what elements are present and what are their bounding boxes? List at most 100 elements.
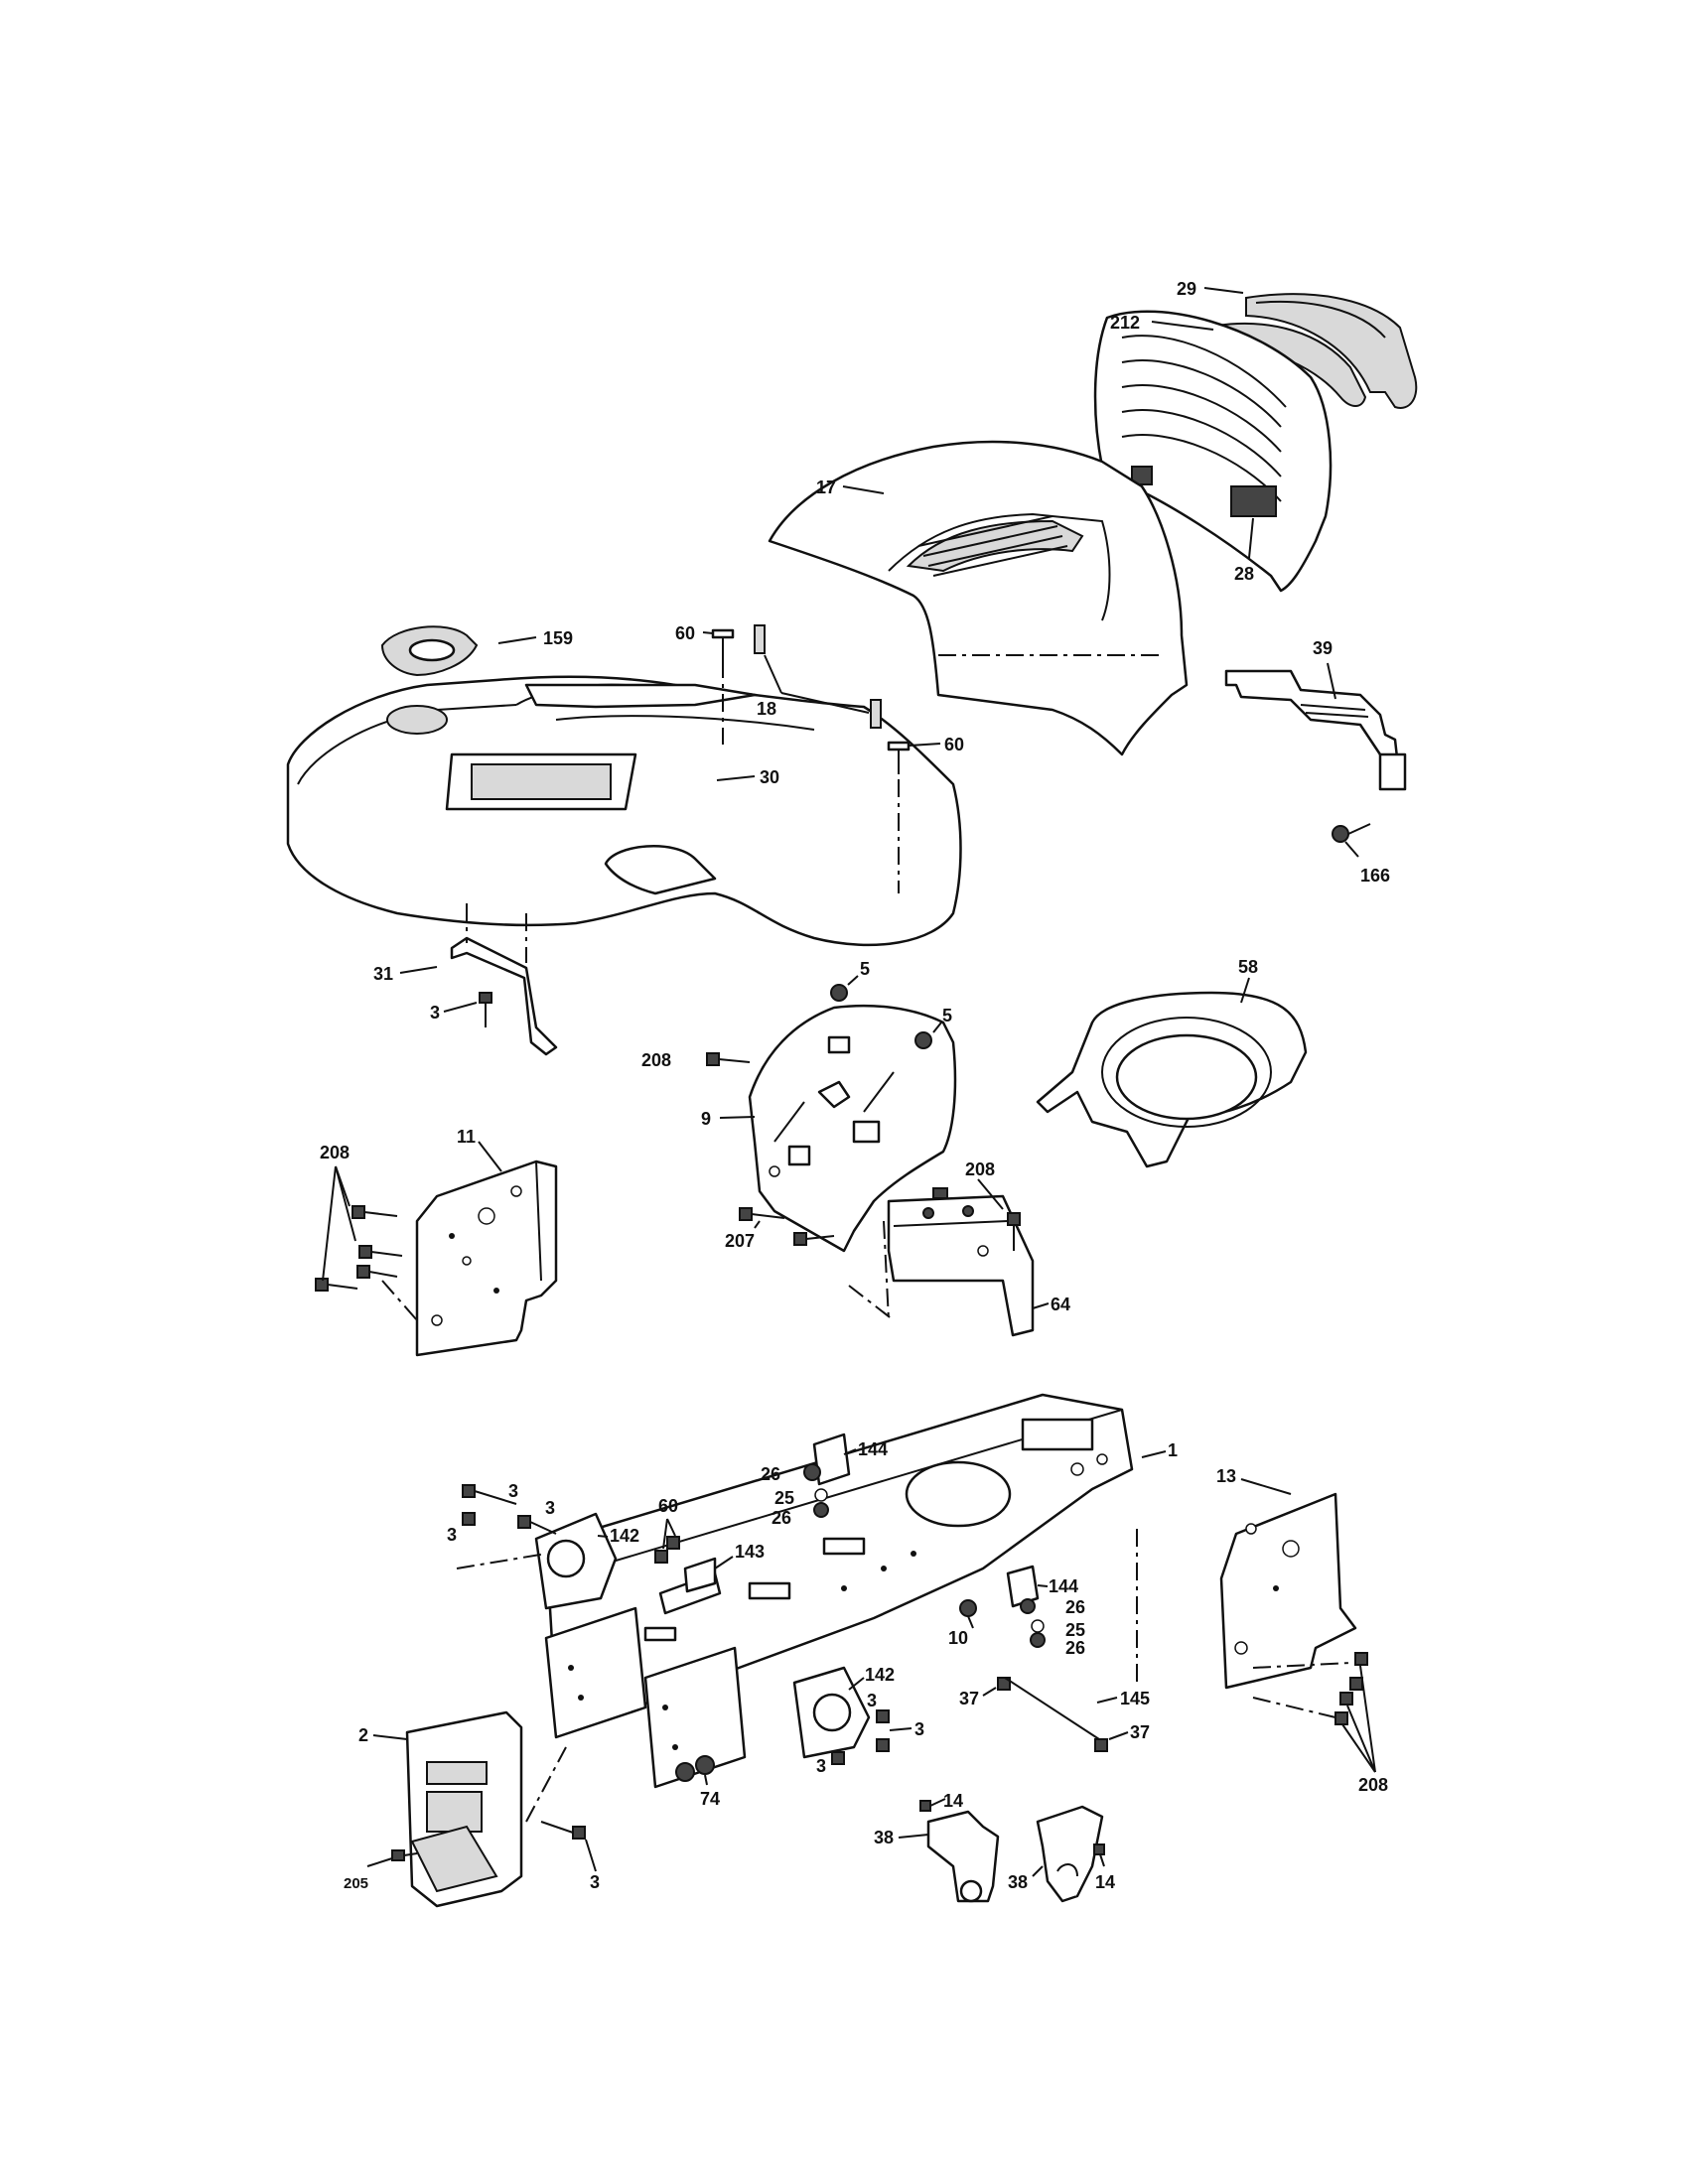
callout-3h-text: 3 [590,1872,600,1892]
callout-207: 207 [725,1220,761,1251]
callout-145: 145 [1096,1689,1150,1708]
screw-166 [1332,823,1371,843]
front-grille-28 [1093,310,1333,593]
callout-10: 10 [948,1615,974,1648]
screw-14 [919,1798,1105,1855]
bolt-208a [706,1052,751,1066]
callout-143-text: 143 [735,1542,765,1562]
callout-25a: 25 [774,1488,794,1508]
callout-5a: 5 [847,959,870,986]
callout-207-text: 207 [725,1231,755,1251]
callout-1: 1 [1141,1440,1178,1460]
grille-trim-29 [1245,293,1418,409]
callout-208d-text: 208 [1358,1775,1388,1795]
bolts-208d [1252,1652,1368,1725]
callout-26d-text: 26 [1065,1638,1085,1658]
screw-3a [479,992,492,1027]
callout-28: 28 [1234,517,1254,584]
callout-38a: 38 [874,1828,929,1847]
callout-60b: 60 [909,735,964,754]
frame-rail-lower [643,1646,747,1789]
callout-58: 58 [1238,957,1258,1004]
bolt-207 [739,1207,835,1246]
callout-3e-text: 3 [867,1691,877,1710]
callout-1-text: 1 [1168,1440,1178,1460]
callout-74: 74 [700,1774,720,1809]
callout-3b: 3 [508,1481,518,1501]
callout-3c: 3 [545,1498,555,1518]
callout-60c: 60 [658,1496,678,1550]
callout-38b-text: 38 [1008,1872,1028,1892]
nut-5a [830,984,848,1002]
callout-208c-text: 208 [965,1160,995,1179]
callout-14b-text: 14 [1095,1872,1115,1892]
callout-37b-text: 37 [1130,1722,1150,1742]
callout-30-text: 30 [760,767,779,787]
callout-3a: 3 [430,1002,478,1023]
hood-17 [768,440,1189,756]
callout-14b: 14 [1095,1853,1115,1892]
callout-159-text: 159 [543,628,573,648]
callout-144b-text: 144 [1049,1576,1078,1596]
callout-13: 13 [1216,1466,1292,1495]
callout-142a: 142 [597,1526,639,1546]
fender-30 [286,675,962,947]
carriage-bolt-60b [887,741,911,893]
callout-159: 159 [497,628,573,648]
callout-208b-text: 208 [320,1143,350,1162]
callout-3g: 3 [816,1756,826,1776]
callout-205-text: 205 [344,1875,368,1892]
callout-9-text: 9 [701,1109,711,1129]
plate-143 [658,1557,722,1615]
callout-166: 166 [1344,841,1390,886]
callout-39: 39 [1313,638,1336,700]
callout-29: 29 [1177,279,1244,299]
callout-26a-text: 26 [761,1464,780,1484]
bracket-38a [926,1810,1000,1903]
callout-64: 64 [1032,1295,1070,1314]
callout-208d: 208 [1341,1665,1388,1795]
callout-26b-text: 26 [772,1508,791,1528]
callout-2-text: 2 [358,1725,368,1745]
callout-25a-text: 25 [774,1488,794,1508]
callout-60b-text: 60 [944,735,964,754]
callout-11-text: 11 [457,1127,476,1147]
spindle-bracket-142a [534,1512,618,1610]
callout-58-text: 58 [1238,957,1258,977]
callout-212: 212 [1110,313,1214,333]
spacer-18 [754,624,882,729]
callout-60a: 60 [675,623,714,643]
callout-3g-text: 3 [816,1756,826,1776]
callout-60a-text: 60 [675,623,695,643]
callout-2: 2 [358,1725,408,1745]
callout-144b: 144 [1037,1576,1078,1596]
callout-37a-text: 37 [959,1689,979,1708]
callout-26c: 26 [1065,1597,1085,1617]
callout-9: 9 [701,1109,756,1129]
callout-38b: 38 [1008,1865,1044,1892]
bolt-208c [932,1187,1021,1251]
callout-25b: 25 [1065,1620,1085,1640]
screws-205-3 [391,1821,586,1861]
callout-17-text: 17 [816,478,836,497]
bracket-38b [1036,1805,1104,1903]
callout-143: 143 [714,1542,765,1570]
callout-142b-text: 142 [865,1665,895,1685]
callout-3f: 3 [889,1719,924,1739]
callout-10-text: 10 [948,1628,968,1648]
callout-3e: 3 [867,1691,877,1710]
callout-5b-text: 5 [942,1006,952,1025]
callout-60c-text: 60 [658,1496,678,1516]
callout-17: 17 [816,478,885,497]
callout-13-text: 13 [1216,1466,1236,1486]
bracket-144b [1006,1565,1040,1608]
callout-38a-text: 38 [874,1828,894,1847]
callout-142a-text: 142 [610,1526,639,1546]
hardware-misc [462,1463,1108,1782]
callout-208a: 208 [641,1050,671,1070]
callout-14a-text: 14 [943,1791,963,1811]
callout-205: 205 [344,1857,393,1892]
callout-142b: 142 [848,1665,895,1691]
callout-3h: 3 [585,1839,600,1892]
